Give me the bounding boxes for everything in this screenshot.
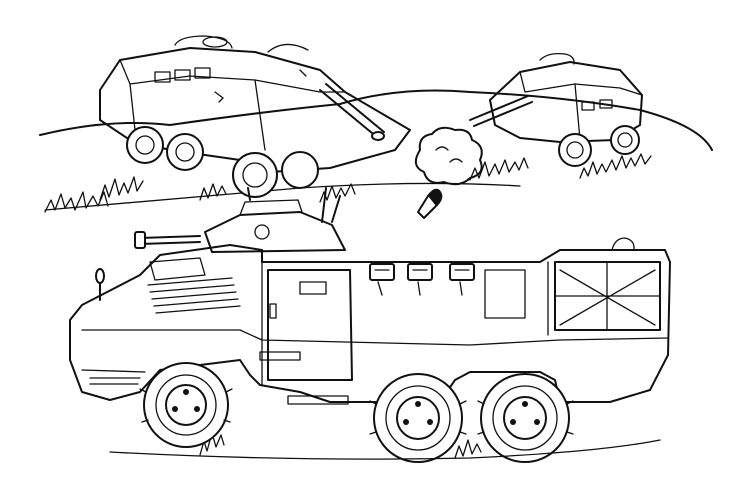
background-apc-right [469,52,643,167]
rear-wheel [480,373,570,463]
muzzle-smoke [414,126,483,186]
artillery-shell [417,188,443,219]
background-apc-left [99,35,411,198]
foreground-apc [69,187,671,463]
front-wheel [143,362,229,448]
ground-line [109,439,661,460]
middle-wheel [373,373,463,463]
